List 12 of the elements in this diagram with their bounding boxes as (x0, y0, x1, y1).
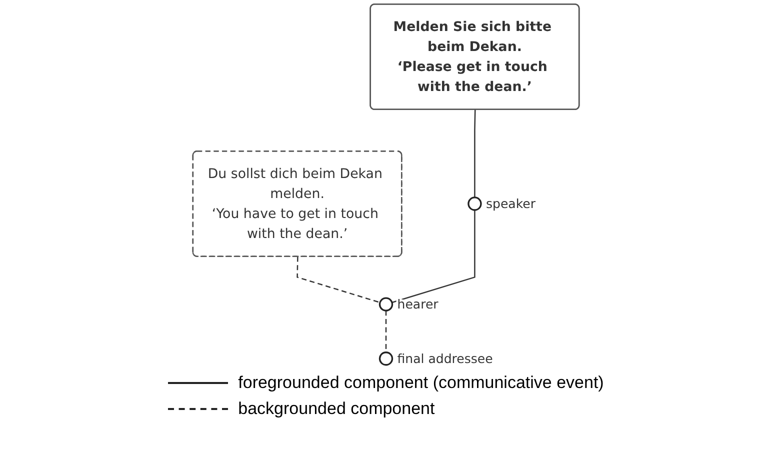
connector (296, 256, 380, 304)
node-label: ‘Please get in touch with the dean.’ (397, 58, 548, 94)
node-label: Melden Sie sich bitte beim Dekan. (393, 18, 552, 54)
role-label: final addressee (397, 350, 493, 366)
connector (392, 210, 476, 304)
node-label: Du sollst dich beim Dekan melden. (208, 165, 382, 202)
legend-text: foregrounded component (communicative event) (238, 372, 604, 394)
role-label: hearer (397, 296, 438, 312)
node-label: ‘You have to get in touch with the dean.’ (212, 205, 378, 242)
legend-text: backgrounded component (238, 398, 435, 420)
role-label: speaker (486, 196, 536, 211)
connector (474, 110, 476, 198)
